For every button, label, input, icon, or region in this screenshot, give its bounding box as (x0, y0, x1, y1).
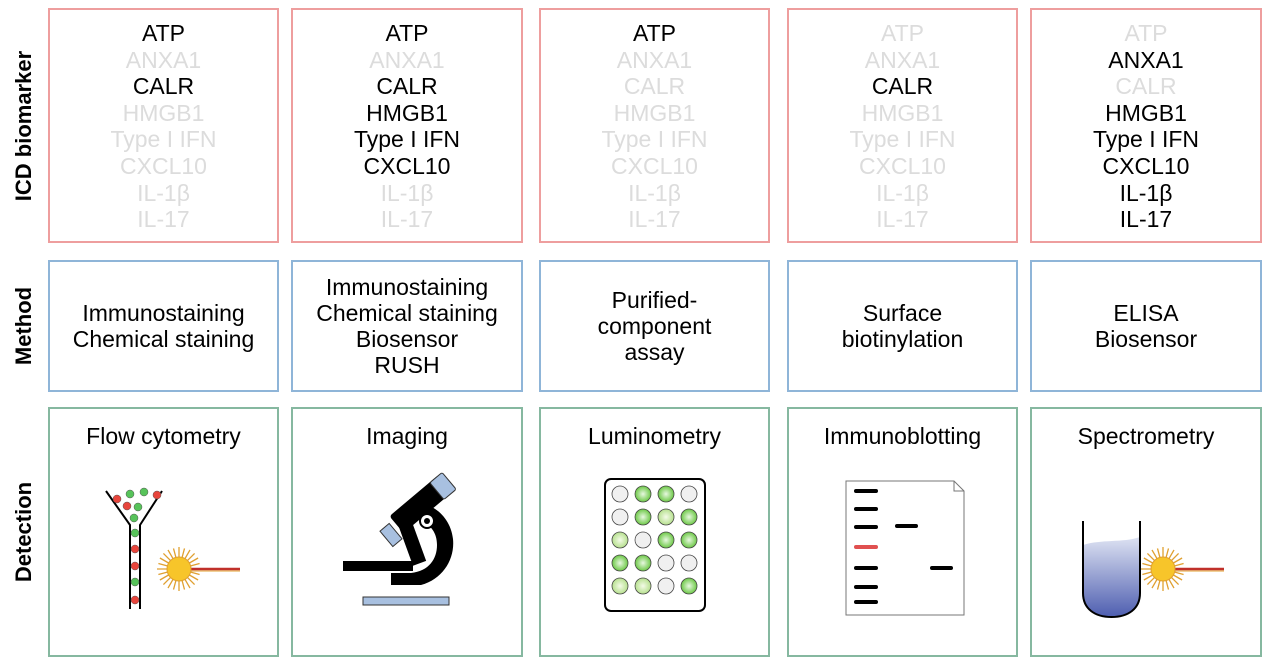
detection-title: Imaging (366, 423, 448, 449)
biomarker-item: CALR (1115, 73, 1177, 100)
biomarker-item: ATP (385, 20, 429, 46)
biomarker-item: IL-17 (1119, 206, 1173, 233)
method-item: Immunostaining (325, 274, 489, 300)
method-item: RUSH (374, 352, 440, 378)
method-item: Biosensor (355, 326, 459, 352)
method-item: Biosensor (1094, 326, 1198, 352)
detection-box-imaging: Imaging (291, 407, 523, 657)
biomarker-item: ANXA1 (1108, 46, 1184, 73)
biomarker-item: HMGB1 (613, 99, 696, 126)
biomarker-item: ATP (1124, 20, 1168, 46)
biomarker-item: ANXA1 (864, 46, 941, 73)
detection-title: Flow cytometry (86, 423, 241, 449)
biomarker-item: Type I IFN (110, 126, 217, 153)
detection-title: Luminometry (588, 423, 721, 449)
flow-cytometer-icon (105, 487, 240, 609)
biomarker-item: ANXA1 (616, 46, 693, 73)
biomarker-item: ANXA1 (369, 46, 445, 73)
method-item: Chemical staining (72, 326, 255, 352)
detection-box-flow-cytometry: Flow cytometry (48, 407, 279, 657)
biomarker-item: ATP (141, 20, 186, 46)
detection-box-luminometry: Luminometry (539, 407, 770, 657)
biomarker-item: HMGB1 (861, 99, 944, 126)
biomarker-item: Type I IFN (1092, 126, 1200, 153)
method-item: Purified- (611, 287, 698, 313)
well-plate-icon (604, 478, 706, 612)
test-tube-icon (1082, 521, 1224, 619)
biomarker-item: CXCL10 (363, 152, 451, 179)
biomarker-item: CXCL10 (120, 152, 207, 179)
biomarker-item: HMGB1 (122, 99, 205, 126)
biomarker-item: CALR (376, 73, 438, 100)
method-item: Surface (862, 300, 943, 326)
biomarker-item: IL-1β (876, 179, 929, 206)
method-item: biotinylation (841, 326, 964, 352)
detection-title: Spectrometry (1077, 423, 1215, 449)
biomarker-item: ATP (880, 20, 925, 46)
biomarker-item: IL-1β (628, 179, 681, 206)
row-label-detection: Detection (11, 481, 36, 583)
biomarker-item: IL-1β (1119, 179, 1173, 206)
biomarker-item: Type I IFN (849, 126, 956, 153)
row-label-method: Method (11, 286, 37, 366)
western-blot-icon (845, 480, 965, 616)
biomarker-item: IL-17 (380, 206, 434, 233)
microscope-icon (343, 472, 456, 606)
detection-box-immunoblotting: Immunoblotting (787, 407, 1018, 657)
biomarker-item: CALR (132, 73, 195, 100)
method-item: Immunostaining (82, 300, 245, 326)
biomarker-item: CXCL10 (1102, 152, 1190, 179)
biomarker-item: CXCL10 (611, 152, 698, 179)
biomarker-item: HMGB1 (1105, 99, 1187, 126)
biomarker-item: ATP (632, 20, 677, 46)
biomarker-item: Type I IFN (353, 126, 461, 153)
method-item: assay (624, 339, 685, 365)
biomarker-item: CXCL10 (859, 152, 946, 179)
biomarker-item: IL-1β (137, 179, 190, 206)
detection-box-spectrometry: Spectrometry (1030, 407, 1262, 657)
biomarker-item: HMGB1 (366, 99, 448, 126)
row-label-biomarker: ICD biomarker (11, 50, 37, 201)
method-item: component (597, 313, 712, 339)
biomarker-item: CALR (623, 73, 686, 100)
biomarker-item: IL-17 (137, 206, 190, 233)
biomarker-item: CALR (871, 73, 934, 100)
method-item: Chemical staining (316, 300, 498, 326)
biomarker-item: IL-17 (628, 206, 681, 233)
method-item: ELISA (1113, 300, 1179, 326)
biomarker-item: Type I IFN (601, 126, 708, 153)
biomarker-item: IL-1β (380, 179, 434, 206)
biomarker-item: IL-17 (876, 206, 929, 233)
detection-title: Immunoblotting (823, 423, 982, 449)
biomarker-item: ANXA1 (125, 46, 202, 73)
